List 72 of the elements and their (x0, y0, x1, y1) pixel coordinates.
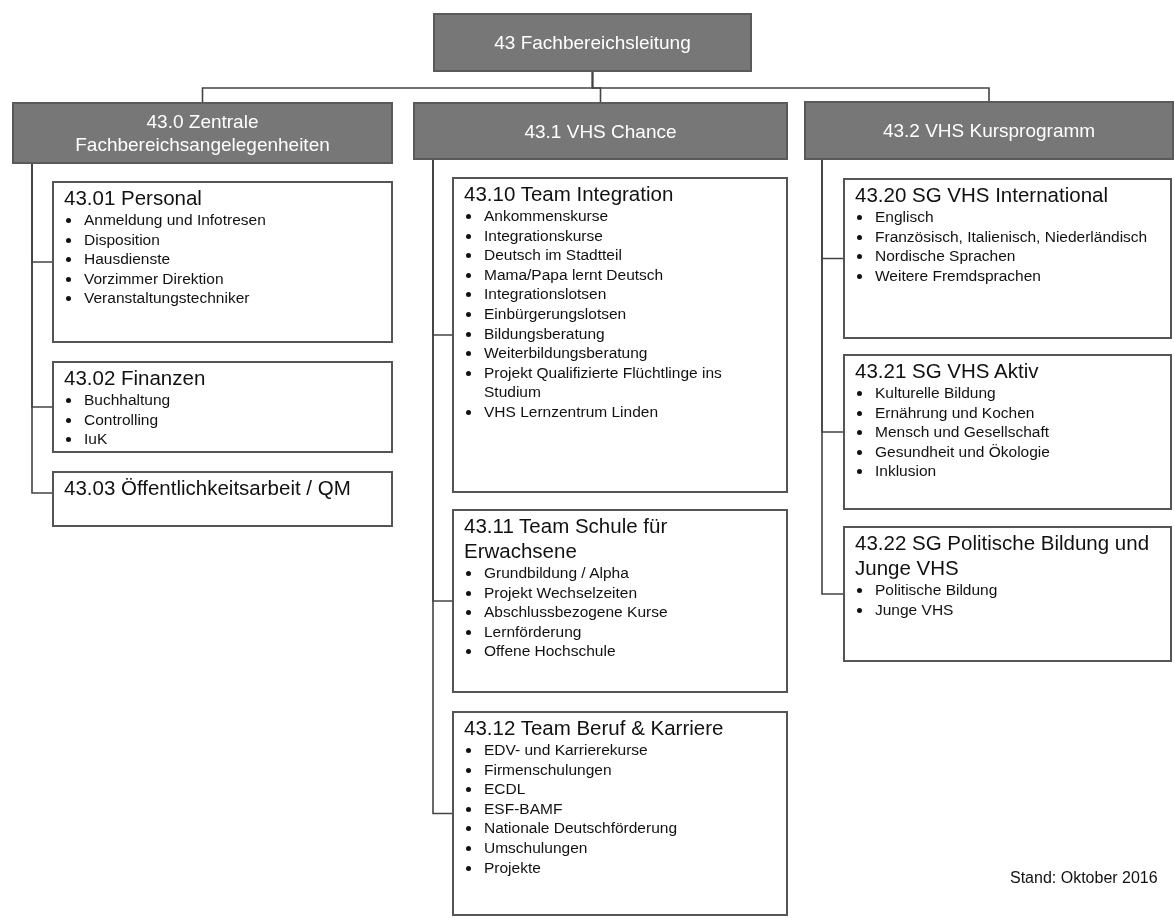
unit-title: 43.21 SG VHS Aktiv (855, 358, 1040, 383)
list-item: Nordische Sprachen (875, 247, 1016, 265)
unit-title: 43.2 VHS Kursprogramm (881, 119, 1097, 142)
list-item: Einbürgerungslotsen (484, 304, 627, 322)
list-item: Ernährung und Kochen (875, 403, 1035, 421)
unit-title: 43.02 Finanzen (64, 365, 207, 390)
list-item: ESF-BAMF (484, 799, 563, 817)
list-item: ECDL (484, 780, 526, 798)
team-box (452, 177, 788, 493)
team-box (843, 178, 1172, 339)
team-box (52, 181, 393, 343)
list-item: Grundbildung / Alpha (484, 564, 629, 581)
list-item: Abschlussbezogene Kurse (484, 603, 668, 621)
list-item: Anmeldung und Infotresen (84, 211, 266, 228)
unit-title: 43.1 VHS Chance (523, 119, 678, 143)
list-item: Projekt Qualifizierte Flüchtlinge ins Studium (484, 363, 722, 401)
list-item: Deutsch im Stadtteil (484, 246, 622, 264)
unit-title: 43.11 Team Schule für Erwachsene (464, 513, 669, 563)
list-item: Gesundheit und Ökologie (875, 442, 1050, 460)
team-box (843, 354, 1172, 510)
list-item: Weiterbildungsberatung (484, 344, 648, 362)
date-note: Stand: Oktober 2016 (1010, 869, 1158, 887)
unit-title: 43 Fachbereichsleitung (493, 31, 692, 54)
list-item: Weitere Fremdsprachen (875, 266, 1041, 284)
unit-title: 43.12 Team Beruf & Karriere (464, 715, 725, 740)
list-item: Französisch, Italienisch, Niederländisch (875, 227, 1148, 245)
list-item: Bildungsberatung (484, 324, 605, 342)
team-box (52, 471, 393, 527)
list-item: Mensch und Gesellschaft (875, 423, 1050, 441)
unit-title: 43.01 Personal (64, 185, 203, 210)
list-item: Controlling (84, 410, 159, 428)
connector-line (432, 159, 453, 815)
unit-box (12, 102, 393, 164)
list-item: Projekt Wechselzeiten (484, 583, 638, 601)
list-item: Integrationskurse (484, 226, 603, 244)
list-item: Projekte (484, 858, 541, 876)
unit-box (804, 101, 1174, 160)
list-item: IuK (84, 430, 108, 448)
list-item: Politische Bildung (875, 581, 998, 598)
list-item: EDV- und Karrierekurse (484, 741, 648, 758)
list-item: Disposition (84, 230, 160, 248)
list-item: VHS Lernzentrum Linden (484, 402, 659, 420)
list-item: Hausdienste (84, 250, 171, 268)
unit-title: 43.10 Team Integration (464, 181, 675, 206)
unit-title: 43.22 SG Politische Bildung und Junge VHS (855, 530, 1151, 580)
team-box (452, 711, 788, 916)
list-item: Englisch (875, 208, 934, 225)
connector-line (31, 163, 53, 494)
list-item: Veranstaltungstechniker (84, 289, 250, 307)
team-box (843, 526, 1172, 662)
unit-title: 43.03 Öffentlichkeitsarbeit / QM (64, 475, 352, 500)
list-item: Mama/Papa lernt Deutsch (484, 265, 664, 283)
team-box (52, 361, 393, 453)
team-box (452, 509, 788, 693)
unit-title: 43.0 Zentrale Fachbereichsangelegenheiten (74, 110, 331, 156)
list-item: Inklusion (875, 462, 937, 480)
list-item: Umschulungen (484, 838, 588, 856)
list-item: Buchhaltung (84, 391, 171, 408)
unit-title: 43.20 SG VHS International (855, 182, 1109, 207)
list-item: Integrationslotsen (484, 285, 607, 303)
list-item: Junge VHS (875, 600, 954, 618)
connector-line (821, 159, 844, 595)
list-item: Lernförderung (484, 622, 582, 640)
list-item: Kulturelle Bildung (875, 384, 996, 401)
list-item: Vorzimmer Direktion (84, 269, 224, 287)
connector-line (591, 71, 990, 102)
list-item: Ankommenskurse (484, 207, 609, 224)
list-item: Firmenschulungen (484, 760, 612, 778)
list-item: Nationale Deutschförderung (484, 819, 677, 837)
list-item: Offene Hochschule (484, 642, 616, 660)
unit-box (413, 102, 788, 160)
unit-box (433, 13, 752, 72)
